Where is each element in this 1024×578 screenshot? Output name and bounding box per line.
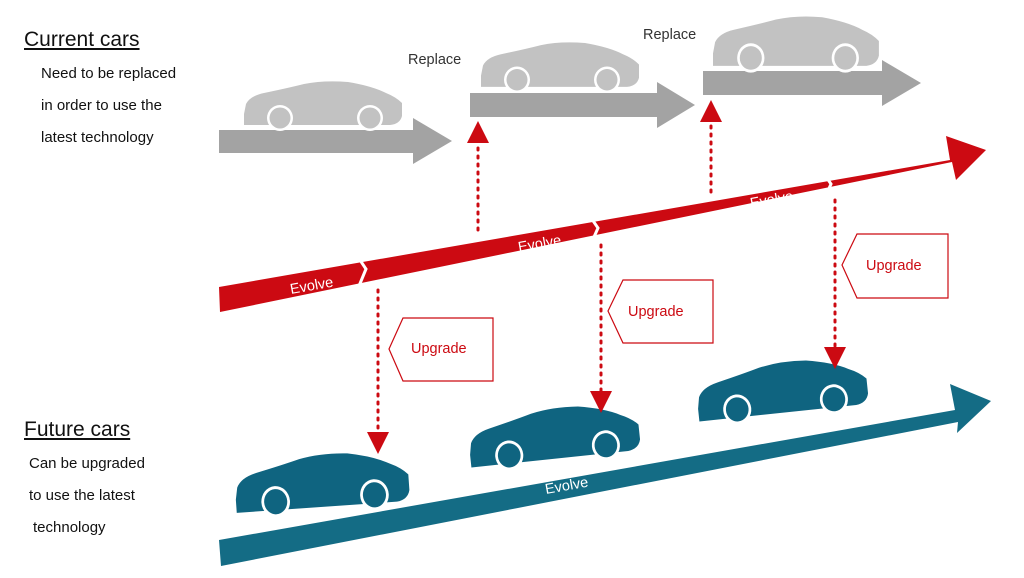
upgrade-callout-2	[607, 279, 714, 344]
upgrade-label-2: Upgrade	[628, 304, 684, 320]
replace-arrowheads	[467, 100, 722, 143]
upgrade-callout-1	[388, 317, 494, 382]
gray-arrow-1	[219, 118, 452, 164]
evolve-separator-2	[585, 211, 600, 247]
gray-arrow-2	[470, 82, 695, 128]
evolve-label-3: Evolve	[749, 189, 795, 212]
current-desc-line-3: latest technology	[41, 129, 154, 146]
upgrade-label-3: Upgrade	[866, 258, 922, 274]
teal-car-2	[466, 399, 642, 475]
upgrade-arrowhead-3	[824, 347, 846, 369]
gray-car-3	[713, 16, 879, 73]
current-gray-arrows	[219, 60, 921, 164]
evolve-separator-1	[354, 253, 368, 287]
replace-label-2: Replace	[643, 27, 696, 43]
current-desc-line-2: in order to use the	[41, 97, 162, 114]
upgrade-arrowheads	[367, 347, 846, 454]
upgrade-label-1: Upgrade	[411, 341, 467, 357]
future-desc-line-2: to use the latest	[29, 487, 135, 504]
replace-arrowhead-1	[467, 121, 489, 143]
upgrade-arrowhead-2	[590, 391, 612, 413]
future-cars-title: Future cars	[24, 418, 131, 441]
gray-car-1	[244, 81, 402, 131]
teal-car-1	[233, 448, 411, 521]
red-evolve-arrow	[219, 136, 986, 312]
current-cars-title: Current cars	[24, 28, 140, 51]
evolve-label-2: Evolve	[517, 233, 563, 256]
current-desc-line-1: Need to be replaced	[41, 65, 177, 82]
gray-car-2	[481, 42, 639, 94]
future-desc-line-1: Can be upgraded	[29, 455, 145, 472]
gray-arrow-3	[703, 60, 921, 106]
replace-label-1: Replace	[408, 52, 461, 68]
upgrade-connectors	[376, 198, 837, 434]
replace-arrowhead-2	[700, 100, 722, 122]
current-cars-description: Need to be replaced in order to use the …	[41, 58, 176, 154]
evolve-label-1: Evolve	[289, 275, 335, 298]
teal-evolve-arrow	[219, 384, 991, 566]
future-desc-line-3: technology	[33, 519, 106, 536]
upgrade-arrowhead-1	[367, 432, 389, 454]
upgrade-callout-3	[841, 233, 949, 299]
upgrade-callouts	[388, 233, 949, 382]
teal-car-3	[694, 353, 870, 429]
future-evolve-label: Evolve	[544, 475, 590, 498]
evolve-separator-3	[818, 167, 833, 203]
replace-connectors	[476, 120, 713, 232]
future-cars-description: Can be upgraded to use the latest techno…	[29, 448, 145, 544]
